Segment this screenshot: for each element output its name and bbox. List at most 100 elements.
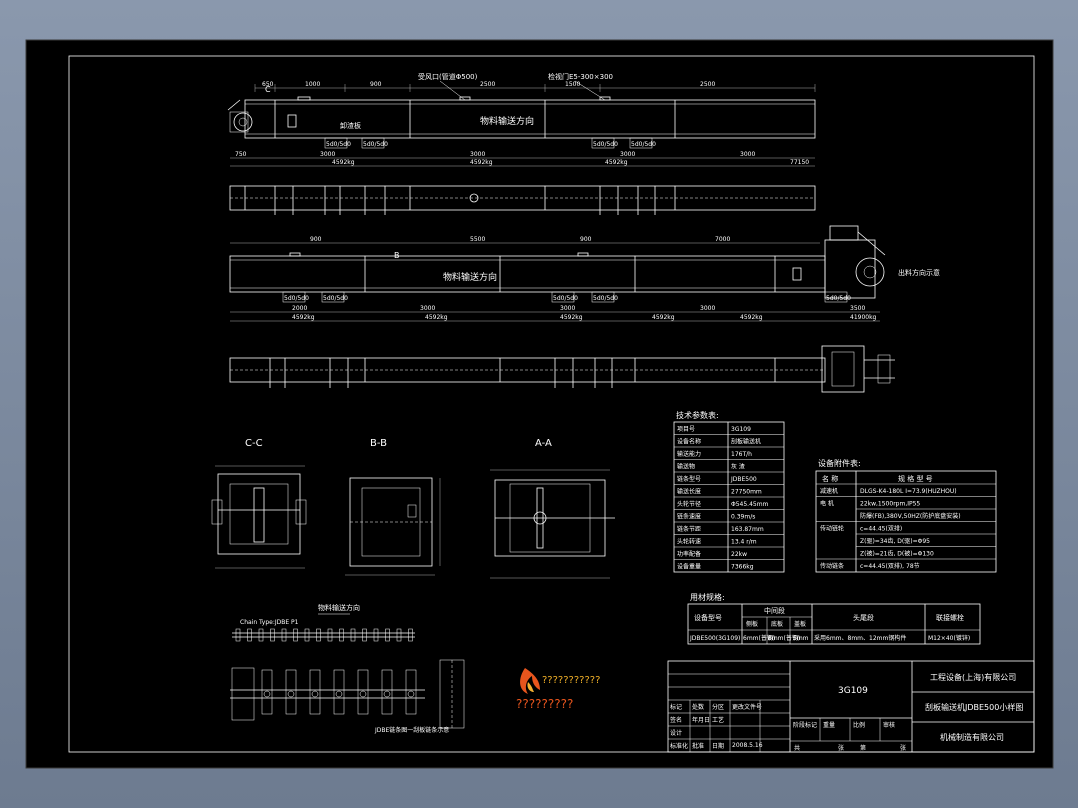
mat-r-2: 6mm(普钢)	[743, 634, 775, 642]
sheet-total-unit: 张	[838, 744, 844, 752]
support-tag-4: 5d0/5d0	[631, 141, 656, 148]
title-block-cell: 日期	[712, 742, 724, 750]
mat-h-bolt: 联接螺栓	[936, 613, 964, 622]
mat-h-mid: 中间段	[764, 606, 785, 615]
spec-value: 27750mm	[731, 489, 762, 496]
drive-key: 减速机	[820, 487, 838, 495]
spec-key: 设备重量	[677, 563, 701, 571]
strip-label: 卸渣板	[340, 121, 361, 130]
top-plan	[229, 185, 816, 215]
bottom-elevation: 900 5500 900 7000 物料输送方向 B 出料方向示意 5d0/5d…	[229, 225, 940, 322]
spec-value: 7366kg	[731, 564, 754, 571]
drive-value: c=44.45(双排)	[860, 525, 902, 533]
inspect-port-label: 检视门E5-300×300	[548, 72, 613, 81]
title-block-cell: 标记	[670, 703, 682, 711]
spec-key: 输送能力	[677, 450, 701, 458]
flow-dir-label-top: 物料输送方向	[480, 115, 534, 127]
drive-key: 电 机	[820, 500, 834, 508]
drive-value: Z(被)=21齿, D(被)=Φ130	[860, 550, 934, 558]
title-block-cell: 更改文件号	[732, 703, 762, 711]
mat-h-head: 头尾段	[853, 613, 874, 622]
dim-bot-3: 3000	[470, 151, 485, 158]
spec-key: 功率配备	[677, 550, 701, 558]
mat-sh-2: 底板	[771, 620, 783, 628]
title-block-cell: 重量	[823, 721, 835, 729]
support-tag-2: 5d0/5d0	[363, 141, 388, 148]
dim2-top-1: 900	[310, 236, 322, 243]
drive-value: c=44.45(双排), 78节	[860, 562, 920, 570]
weight-top-2: 4592kg	[470, 159, 493, 166]
support2-tag-4: 5d0/5d0	[593, 295, 618, 302]
mat-r-1: JDBE500(3G109)	[689, 635, 740, 642]
mat-r-6: M12×40(镀锌)	[928, 634, 970, 642]
company-name-2: 机械制造有限公司	[940, 732, 1004, 742]
support2-tag-1: 5d0/5d0	[284, 295, 309, 302]
spec-value: 3G109	[731, 426, 751, 433]
dim-bot-1: 750	[235, 151, 247, 158]
spec-value: 176T/h	[731, 451, 752, 458]
drawing-name: 刮板输送机JDBE500小样图	[925, 702, 1023, 712]
dim-top-1: 650	[262, 81, 274, 88]
total-length: 77150	[790, 159, 809, 166]
drive-header-1: 名 称	[822, 474, 838, 483]
chain-note: JDBE链条图一刮板链条示意	[374, 726, 449, 734]
dim2-bot-2: 3000	[420, 305, 435, 312]
outlet-label: 出料方向示意	[898, 268, 940, 277]
section-aa-title: A-A	[535, 438, 552, 449]
mat-sh-3: 盖板	[794, 620, 806, 628]
drive-key: 传动链轮	[820, 525, 844, 533]
drive-title: 设备附件表:	[818, 458, 861, 468]
spec-key: 头轮转速	[677, 538, 701, 546]
spec-value: 163.87mm	[731, 526, 764, 533]
drive-value: DLGS-K4-180L I=73.9(HUZHOU)	[860, 488, 957, 495]
spec-value: 22kw	[731, 551, 747, 558]
title-block-cell: 年月日	[692, 716, 710, 724]
dim2-bot-5: 3500	[850, 305, 865, 312]
title-block-cell: 工艺	[712, 716, 724, 724]
drive-value: Z(驱)=34齿, D(驱)=Φ95	[860, 537, 930, 545]
dim2-bot-3: 3000	[560, 305, 575, 312]
dim-bot-5: 3000	[740, 151, 755, 158]
section-bb-title: B-B	[370, 438, 387, 449]
dim2-bot-1: 2000	[292, 305, 307, 312]
weight2-2: 4592kg	[425, 314, 448, 321]
spec-key: 链条速度	[677, 513, 701, 521]
mat-h-model: 设备型号	[694, 613, 722, 622]
mat-sh-1: 侧板	[746, 620, 758, 628]
drawing-number: 3G109	[838, 686, 868, 696]
flow-dir-label-bottom: 物料输送方向	[443, 271, 497, 283]
top-elevation: 650 1000 900 2500 1500 2500 受风口(管道Φ500) …	[227, 72, 816, 167]
title-date: 2008.5.16	[732, 742, 763, 749]
logo-line-2: ?????????	[516, 697, 573, 711]
support-tag-1: 5d0/5d0	[326, 141, 351, 148]
weight-top-1: 4592kg	[332, 159, 355, 166]
spec-value: 0.39m/s	[731, 514, 755, 521]
dim-top-3: 900	[370, 81, 382, 88]
section-b-marker: B	[394, 251, 400, 260]
mat-r-5: 采用6mm、8mm、12mm钢构件	[814, 634, 906, 642]
drive-header-2: 规 格 型 号	[898, 474, 933, 483]
title-block-cell: 审核	[883, 721, 895, 729]
material-table: 用材规格: 设备型号 中间段 头尾段 联接螺栓 侧板 底板 盖板 JDBE500…	[687, 592, 981, 645]
spec-value: 灰 渣	[731, 463, 745, 471]
spec-key: 输送长度	[677, 488, 701, 496]
spec-value: JDBE500	[730, 476, 757, 483]
title-block-cell: 处数	[692, 703, 704, 711]
drive-table: 设备附件表: 名 称 规 格 型 号 减速机 DLGS-K4-180L I=73.…	[815, 458, 997, 573]
title-block-cell: 批准	[692, 742, 704, 750]
title-block: 标记处数分区更改文件号签名年月日设计标准化阶段标记重量比例审核工艺批准日期 工程…	[667, 660, 1035, 753]
title-block-cell: 阶段标记	[793, 721, 817, 729]
section-c-marker: C	[265, 85, 271, 94]
dim2-bot-4: 3000	[700, 305, 715, 312]
dim-top-4: 2500	[480, 81, 495, 88]
title-block-cell: 比例	[853, 721, 865, 729]
spec-title: 技术参数表:	[676, 410, 719, 420]
spec-value: 刮板输送机	[731, 438, 761, 446]
chain-type-label: Chain Type:JDBE P1	[240, 619, 299, 626]
dim-bot-4: 3000	[620, 151, 635, 158]
dim2-top-2: 5500	[470, 236, 485, 243]
spec-key: 设备名称	[677, 438, 701, 446]
drive-key: 传动链条	[820, 562, 844, 570]
